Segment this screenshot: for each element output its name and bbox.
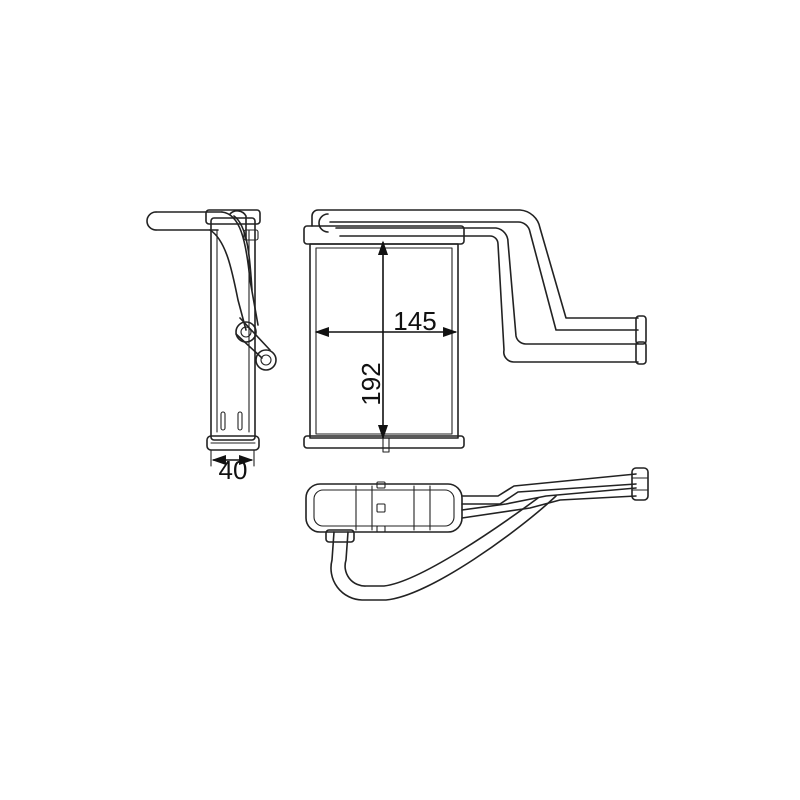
top-pipe-flange: [325, 529, 355, 543]
front-core: [309, 243, 459, 439]
side-view: 40: [146, 209, 277, 485]
front-pipe-end-upper: [635, 315, 647, 345]
front-pipe-end-lower: [635, 341, 647, 365]
top-tank-body: [305, 483, 463, 533]
side-fitting-lower: [255, 349, 277, 371]
side-top-tank: [205, 209, 261, 225]
front-view: 145 192: [303, 209, 647, 453]
top-pipe-end: [631, 467, 649, 501]
width-dimension-label: 145: [393, 306, 436, 336]
top-view: [305, 467, 649, 601]
depth-dimension-label: 40: [219, 455, 248, 485]
height-dimension-label: 192: [356, 362, 386, 405]
side-bottom-tank: [206, 435, 260, 451]
side-fitting-upper: [235, 321, 257, 343]
